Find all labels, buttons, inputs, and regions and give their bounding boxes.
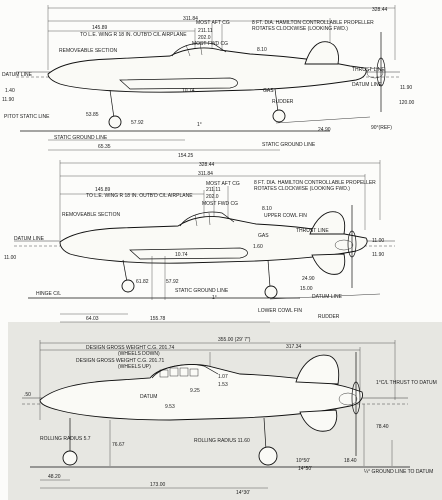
v2-gas: GAS bbox=[258, 233, 269, 239]
v1-cg-fwd: 202.0 bbox=[198, 35, 211, 41]
v1-dim-overall: 328.44 bbox=[372, 7, 388, 13]
view-3 bbox=[22, 340, 410, 489]
v2-removable: REMOVEABLE SECTION bbox=[62, 212, 120, 218]
v2-dim-ref-line: 311.84 bbox=[198, 171, 213, 177]
v2-dim-1500: 15.00 bbox=[300, 286, 313, 292]
v1-gas: GAS bbox=[263, 88, 274, 94]
v2-dim-6182: 61.82 bbox=[136, 279, 149, 285]
v1-dim-5385: 53.85 bbox=[86, 112, 99, 118]
v1-pitot: PITOT STATIC LINE bbox=[4, 114, 50, 120]
v3-design-down: DESIGN GROSS WEIGHT C.G. 201.74 bbox=[86, 345, 174, 351]
v1-static-ground-r: STATIC GROUND LINE bbox=[262, 142, 316, 148]
v3-wheels-down: (WHEELS DOWN) bbox=[118, 351, 160, 357]
view-2 bbox=[14, 160, 395, 323]
v3-dim-ref: 317.34 bbox=[286, 344, 302, 350]
v1-rudder: RUDDER bbox=[272, 99, 294, 105]
v2-most-fwd-cg: MOST FWD CG bbox=[202, 201, 238, 207]
v1-cg-aft: 211.11 bbox=[198, 28, 213, 34]
v1-dim-wing-ref: 145.89 bbox=[92, 25, 108, 31]
v2-thrust: THRUST LINE bbox=[296, 228, 329, 234]
v2-upper-cowl: UPPER COWL FIN bbox=[264, 213, 307, 219]
v2-dim-6403: 64.03 bbox=[86, 316, 99, 322]
v2-rudder: RUDDER bbox=[318, 314, 340, 320]
v1-angle: 1° bbox=[197, 122, 202, 128]
v2-dim-5792: 57.92 bbox=[166, 279, 179, 285]
v3-dim-153: 1.53 bbox=[218, 382, 228, 388]
v2-dim-1100: 11.00 bbox=[372, 238, 384, 244]
v3-dim-1430: 14°30' bbox=[236, 490, 250, 496]
v3-dim-4820: 48.20 bbox=[48, 474, 61, 480]
v1-dim-90: 90°(REF) bbox=[371, 125, 392, 131]
v1-dim-120: 120.00 bbox=[399, 100, 415, 106]
v1-dim-2490: 24.90 bbox=[318, 127, 331, 133]
v3-datum: DATUM bbox=[140, 394, 157, 400]
v1-removable: REMOVEABLE SECTION bbox=[59, 48, 117, 54]
v3-dim-953: 9.53 bbox=[165, 404, 175, 410]
v3-wheels-up: (WHEELS UP) bbox=[118, 364, 151, 370]
v1-dim-15425: 154.25 bbox=[178, 153, 194, 159]
v2-hinge: HINGE C/L bbox=[36, 291, 61, 297]
v2-dim-810: 8.10 bbox=[262, 206, 272, 212]
v1-most-aft-cg: MOST AFT CG bbox=[196, 20, 230, 26]
view-3-labels: 355.00 (29' 7") 317.34 DESIGN GROSS WEIG… bbox=[24, 337, 437, 496]
v1-static-ground: STATIC GROUND LINE bbox=[54, 135, 108, 141]
v2-dim-1190: 11.90 bbox=[372, 252, 384, 258]
v2-datum: DATUM LINE bbox=[14, 236, 45, 242]
v2-dim-1100b: 11.00 bbox=[4, 255, 16, 261]
v1-dim-ref-line: 311.84 bbox=[183, 16, 198, 22]
view-1 bbox=[16, 5, 400, 151]
v2-datum-r: DATUM LINE bbox=[312, 294, 343, 300]
v3-rolling-r: ROLLING RADIUS 11.60 bbox=[194, 438, 250, 444]
v2-dim-160: 1.60 bbox=[253, 244, 263, 250]
view-2-labels: 328.44 311.84 145.89 TO L.E. WING R 18 I… bbox=[4, 162, 384, 322]
v3-dim-1840: 18.40 bbox=[344, 458, 357, 464]
v2-dim-15578: 155.78 bbox=[150, 316, 166, 322]
v2-prop-note: 8 FT. DIA. HAMILTON CONTROLLABLE PROPELL… bbox=[254, 180, 376, 192]
v1-thrust: THRUST LINE bbox=[352, 67, 385, 73]
v1-most-fwd-cg: MOST FWD CG bbox=[192, 41, 228, 47]
v3-thrust-note: 1°C/L THRUST TO DATUM bbox=[376, 380, 437, 386]
v1-dim-1190: 11.90 bbox=[400, 85, 412, 91]
v1-to-le-wing: TO L.E. WING R 18 IN. OUTB'D C/L AIRPLAN… bbox=[80, 32, 187, 38]
v2-cg-aft: 211.11 bbox=[206, 187, 221, 193]
v1-datum-r: DATUM LINE bbox=[352, 82, 383, 88]
v3-dim-925: 9.25 bbox=[190, 388, 200, 394]
v2-dim-2490: 24.90 bbox=[302, 276, 315, 282]
v3-ground-r: ¼° GROUND LINE TO DATUM bbox=[364, 469, 433, 475]
v3-dim-7840: 78.40 bbox=[376, 424, 389, 430]
v1-dim-5792: 57.92 bbox=[131, 120, 144, 126]
v1-dim-1074: 10.74 bbox=[182, 88, 195, 94]
v3-design-up: DESIGN GROSS WEIGHT C.G. 201.71 bbox=[76, 358, 164, 364]
v3-dim-17300: 173.00 bbox=[150, 482, 166, 488]
v3-dim-050: .50 bbox=[24, 392, 31, 398]
v3-dim-1450: 14°50' bbox=[298, 466, 312, 472]
v1-dim-140: 1.40 bbox=[5, 88, 15, 94]
v2-most-aft-cg: MOST AFT CG bbox=[206, 181, 240, 187]
v2-dim-wing-ref: 145.89 bbox=[95, 187, 111, 193]
v1-dim-810: 8.10 bbox=[257, 47, 267, 53]
v3-dim-7667: 76.67 bbox=[112, 442, 125, 448]
v1-datum: DATUM LINE bbox=[2, 72, 33, 78]
v2-static-ground: STATIC GROUND LINE bbox=[175, 288, 229, 294]
v1-dim-1190b: 11.90 bbox=[2, 97, 14, 103]
v2-to-le-wing: TO L.E. WING R 18 IN. OUTB'D C/L AIRPLAN… bbox=[86, 193, 193, 199]
v2-cg-fwd: 202.0 bbox=[206, 194, 219, 200]
v2-dim-overall: 328.44 bbox=[199, 162, 215, 168]
v2-lower-cowl: LOWER COWL FIN bbox=[258, 308, 302, 314]
v3-dim-overall: 355.00 (29' 7") bbox=[218, 337, 251, 343]
v3-dim-107: 1.07 bbox=[218, 374, 228, 380]
v1-dim-6535: 65.35 bbox=[98, 144, 111, 150]
v3-rolling-l: ROLLING RADIUS 5.7 bbox=[40, 436, 91, 442]
v2-angle: 1° bbox=[212, 295, 217, 301]
v3-dim-1050: 10°50' bbox=[296, 458, 310, 464]
view-1-labels: 328.44 311.84 145.89 TO L.E. WING R 18 I… bbox=[2, 7, 415, 159]
v2-dim-1074: 10.74 bbox=[175, 252, 188, 258]
v1-prop-note: 8 FT. DIA. HAMILTON CONTROLLABLE PROPELL… bbox=[252, 20, 374, 32]
